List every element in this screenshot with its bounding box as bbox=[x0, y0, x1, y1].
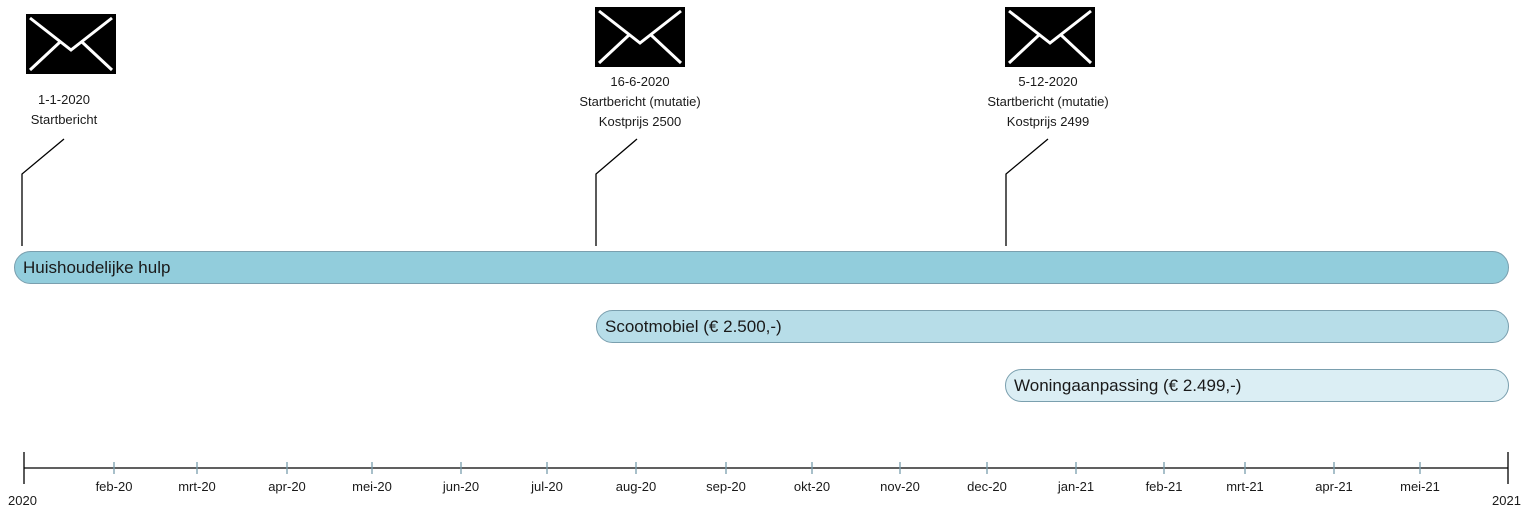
event-date: 5-12-2020 bbox=[1018, 74, 1078, 89]
event-connector bbox=[595, 138, 638, 246]
month-tick-label: apr-21 bbox=[1315, 479, 1353, 494]
bar-scootmobiel: Scootmobiel (€ 2.500,-) bbox=[596, 310, 1509, 343]
month-tick-label: okt-20 bbox=[793, 479, 831, 494]
month-tick-label: feb-21 bbox=[1145, 479, 1183, 494]
event-connector bbox=[1005, 138, 1049, 246]
bar-label: Huishoudelijke hulp bbox=[23, 258, 171, 277]
bar-label: Woningaanpassing (€ 2.499,-) bbox=[1014, 376, 1242, 395]
month-tick-label: dec-20 bbox=[967, 479, 1007, 494]
month-tick-label: aug-20 bbox=[615, 479, 657, 494]
month-tick-label: jun-20 bbox=[442, 479, 480, 494]
envelope-icon bbox=[595, 7, 685, 67]
axis-end-label: 2021 bbox=[1492, 493, 1521, 508]
event-description: Startbericht bbox=[30, 112, 98, 127]
month-tick-label: mei-21 bbox=[1400, 479, 1440, 494]
month-tick-label: mei-20 bbox=[352, 479, 392, 494]
bar-label: Scootmobiel (€ 2.500,-) bbox=[605, 317, 782, 336]
month-tick-label: jul-20 bbox=[531, 479, 563, 494]
month-tick-label: mrt-20 bbox=[178, 479, 216, 494]
event-cost: Kostprijs 2499 bbox=[1006, 114, 1090, 129]
bar-woningaanpassing: Woningaanpassing (€ 2.499,-) bbox=[1005, 369, 1509, 402]
event-description: Startbericht (mutatie) bbox=[987, 94, 1109, 109]
month-tick-label: jan-21 bbox=[1057, 479, 1095, 494]
envelope-icon bbox=[1005, 7, 1095, 67]
axis-start-label: 2020 bbox=[8, 493, 37, 508]
event-date: 1-1-2020 bbox=[37, 92, 91, 107]
month-tick-label: sep-20 bbox=[706, 479, 746, 494]
bar-huishoudelijke-hulp: Huishoudelijke hulp bbox=[14, 251, 1509, 284]
event-cost: Kostprijs 2500 bbox=[598, 114, 682, 129]
event-connector bbox=[21, 138, 65, 246]
event-label-mutation-1: 16-6-2020 Startbericht (mutatie) Kostpri… bbox=[530, 72, 750, 132]
month-tick-label: feb-20 bbox=[95, 479, 133, 494]
event-date: 16-6-2020 bbox=[610, 74, 670, 89]
month-tick-label: nov-20 bbox=[880, 479, 920, 494]
month-tick-label: mrt-21 bbox=[1226, 479, 1264, 494]
event-description: Startbericht (mutatie) bbox=[579, 94, 701, 109]
month-tick-label: apr-20 bbox=[268, 479, 306, 494]
event-label-mutation-2: 5-12-2020 Startbericht (mutatie) Kostpri… bbox=[938, 72, 1158, 132]
event-label-start: 1-1-2020 Startbericht bbox=[0, 90, 174, 130]
envelope-icon bbox=[26, 14, 116, 74]
